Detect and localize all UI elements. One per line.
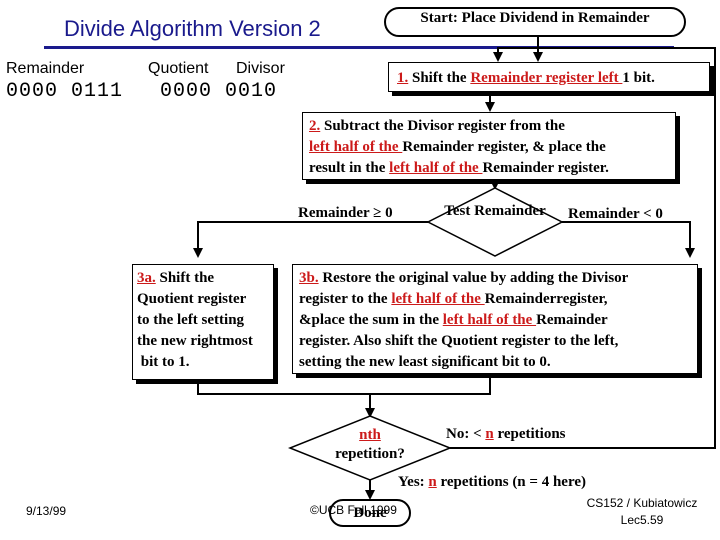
- step2-highlight-1: left half of the: [309, 139, 403, 155]
- arrow-3a-to-merge: [197, 380, 375, 418]
- no-repetitions-label: No: < n repetitions: [446, 426, 566, 443]
- step2-text-c: result in the: [309, 160, 390, 176]
- step3b-text-e: Remainder: [536, 312, 608, 328]
- yes-label-a: Yes:: [398, 474, 429, 490]
- step3a-text-a: Shift the: [155, 270, 215, 286]
- step3b-text-f: register. Also shift the Quotient regist…: [299, 333, 619, 349]
- title-rule: [44, 46, 674, 49]
- step2-box: 2. Subtract the Divisor register from th…: [302, 112, 676, 180]
- step3b-number: 3b.: [299, 270, 319, 286]
- step3a-number: 3a.: [137, 270, 156, 286]
- step1-number: 1.: [397, 70, 409, 86]
- step3a-text-e: bit to 1.: [137, 354, 190, 370]
- yes-repetitions-label: Yes: n repetitions (n = 4 here): [398, 474, 586, 491]
- slide-title: Divide Algorithm Version 2: [64, 16, 321, 41]
- step2-highlight-2: left half of the: [389, 160, 483, 176]
- step3b-text-g: setting the new least significant bit to…: [299, 354, 551, 370]
- repetition-question: nth repetition?: [310, 426, 430, 464]
- footer-date: 9/13/99: [26, 504, 67, 518]
- arrow-test-to-3b: [562, 221, 695, 258]
- quotient-label: Quotient: [148, 60, 209, 77]
- step3b-highlight-1: left half of the: [391, 291, 485, 307]
- done-terminal: [329, 499, 411, 527]
- step2-text-b: Remainder register, & place the: [402, 139, 606, 155]
- step3b-text-a: Restore the original value by adding the…: [318, 270, 629, 286]
- step1-box: 1. Shift the Remainder register left 1 b…: [388, 62, 710, 92]
- yes-label-b: repetitions (n = 4 here): [436, 474, 586, 490]
- footer-course: CS152 / Kubiatowicz: [586, 496, 698, 510]
- step3b-box: 3b. Restore the original value by adding…: [292, 264, 698, 374]
- remainder-lt-zero-label: Remainder < 0: [568, 206, 663, 222]
- done-label: Done: [353, 505, 387, 521]
- step1-text-b: 1 bit.: [622, 70, 655, 86]
- start-terminal: [384, 7, 686, 37]
- test-remainder-label: Test Remainder: [444, 203, 546, 219]
- step3b-highlight-2: left half of the: [442, 312, 537, 328]
- step3b-text-d: &place the sum in the: [299, 312, 443, 328]
- remainder-ge-zero-label: Remainder ≥ 0: [298, 205, 393, 221]
- step3a-text-d: the new rightmost: [137, 333, 253, 349]
- yes-label-n: n: [428, 474, 437, 490]
- arrow-no-loop: [450, 47, 716, 449]
- arrow-test-to-3a: [193, 221, 428, 258]
- step3a-text-b: Quotient register: [137, 291, 247, 307]
- repetition-label: repetition?: [335, 446, 405, 462]
- arrow-3b-to-merge: [370, 374, 491, 395]
- footer-lecture: Lec5.59: [620, 513, 664, 527]
- no-label-a: No: <: [446, 426, 486, 442]
- no-label-b: repetitions: [493, 426, 566, 442]
- step2-number: 2.: [309, 118, 321, 134]
- remainder-value: 0000 0111: [6, 80, 124, 103]
- remainder-label: Remainder: [6, 60, 85, 77]
- nth-label: nth: [359, 427, 381, 443]
- quotient-divisor-value: 0000 0010: [160, 80, 278, 103]
- step3a-box: 3a. Shift the Quotient register to the l…: [132, 264, 274, 380]
- step3b-text-b: register to the: [299, 291, 392, 307]
- start-label: Start: Place Dividend in Remainder: [420, 10, 650, 26]
- step2-text-d: Remainder register.: [482, 160, 609, 176]
- step1-highlight: Remainder register left: [470, 70, 623, 86]
- footer-copyright: ©UCB Fall 1999: [310, 503, 397, 517]
- step2-text-a: Subtract the Divisor register from the: [320, 118, 565, 134]
- no-label-n: n: [485, 426, 494, 442]
- test-diamond: [426, 187, 564, 257]
- divisor-label: Divisor: [236, 60, 285, 77]
- step1-text-a: Shift the: [408, 70, 471, 86]
- step3b-text-c: Remainderregister,: [484, 291, 608, 307]
- step3a-text-c: to the left setting: [137, 312, 245, 328]
